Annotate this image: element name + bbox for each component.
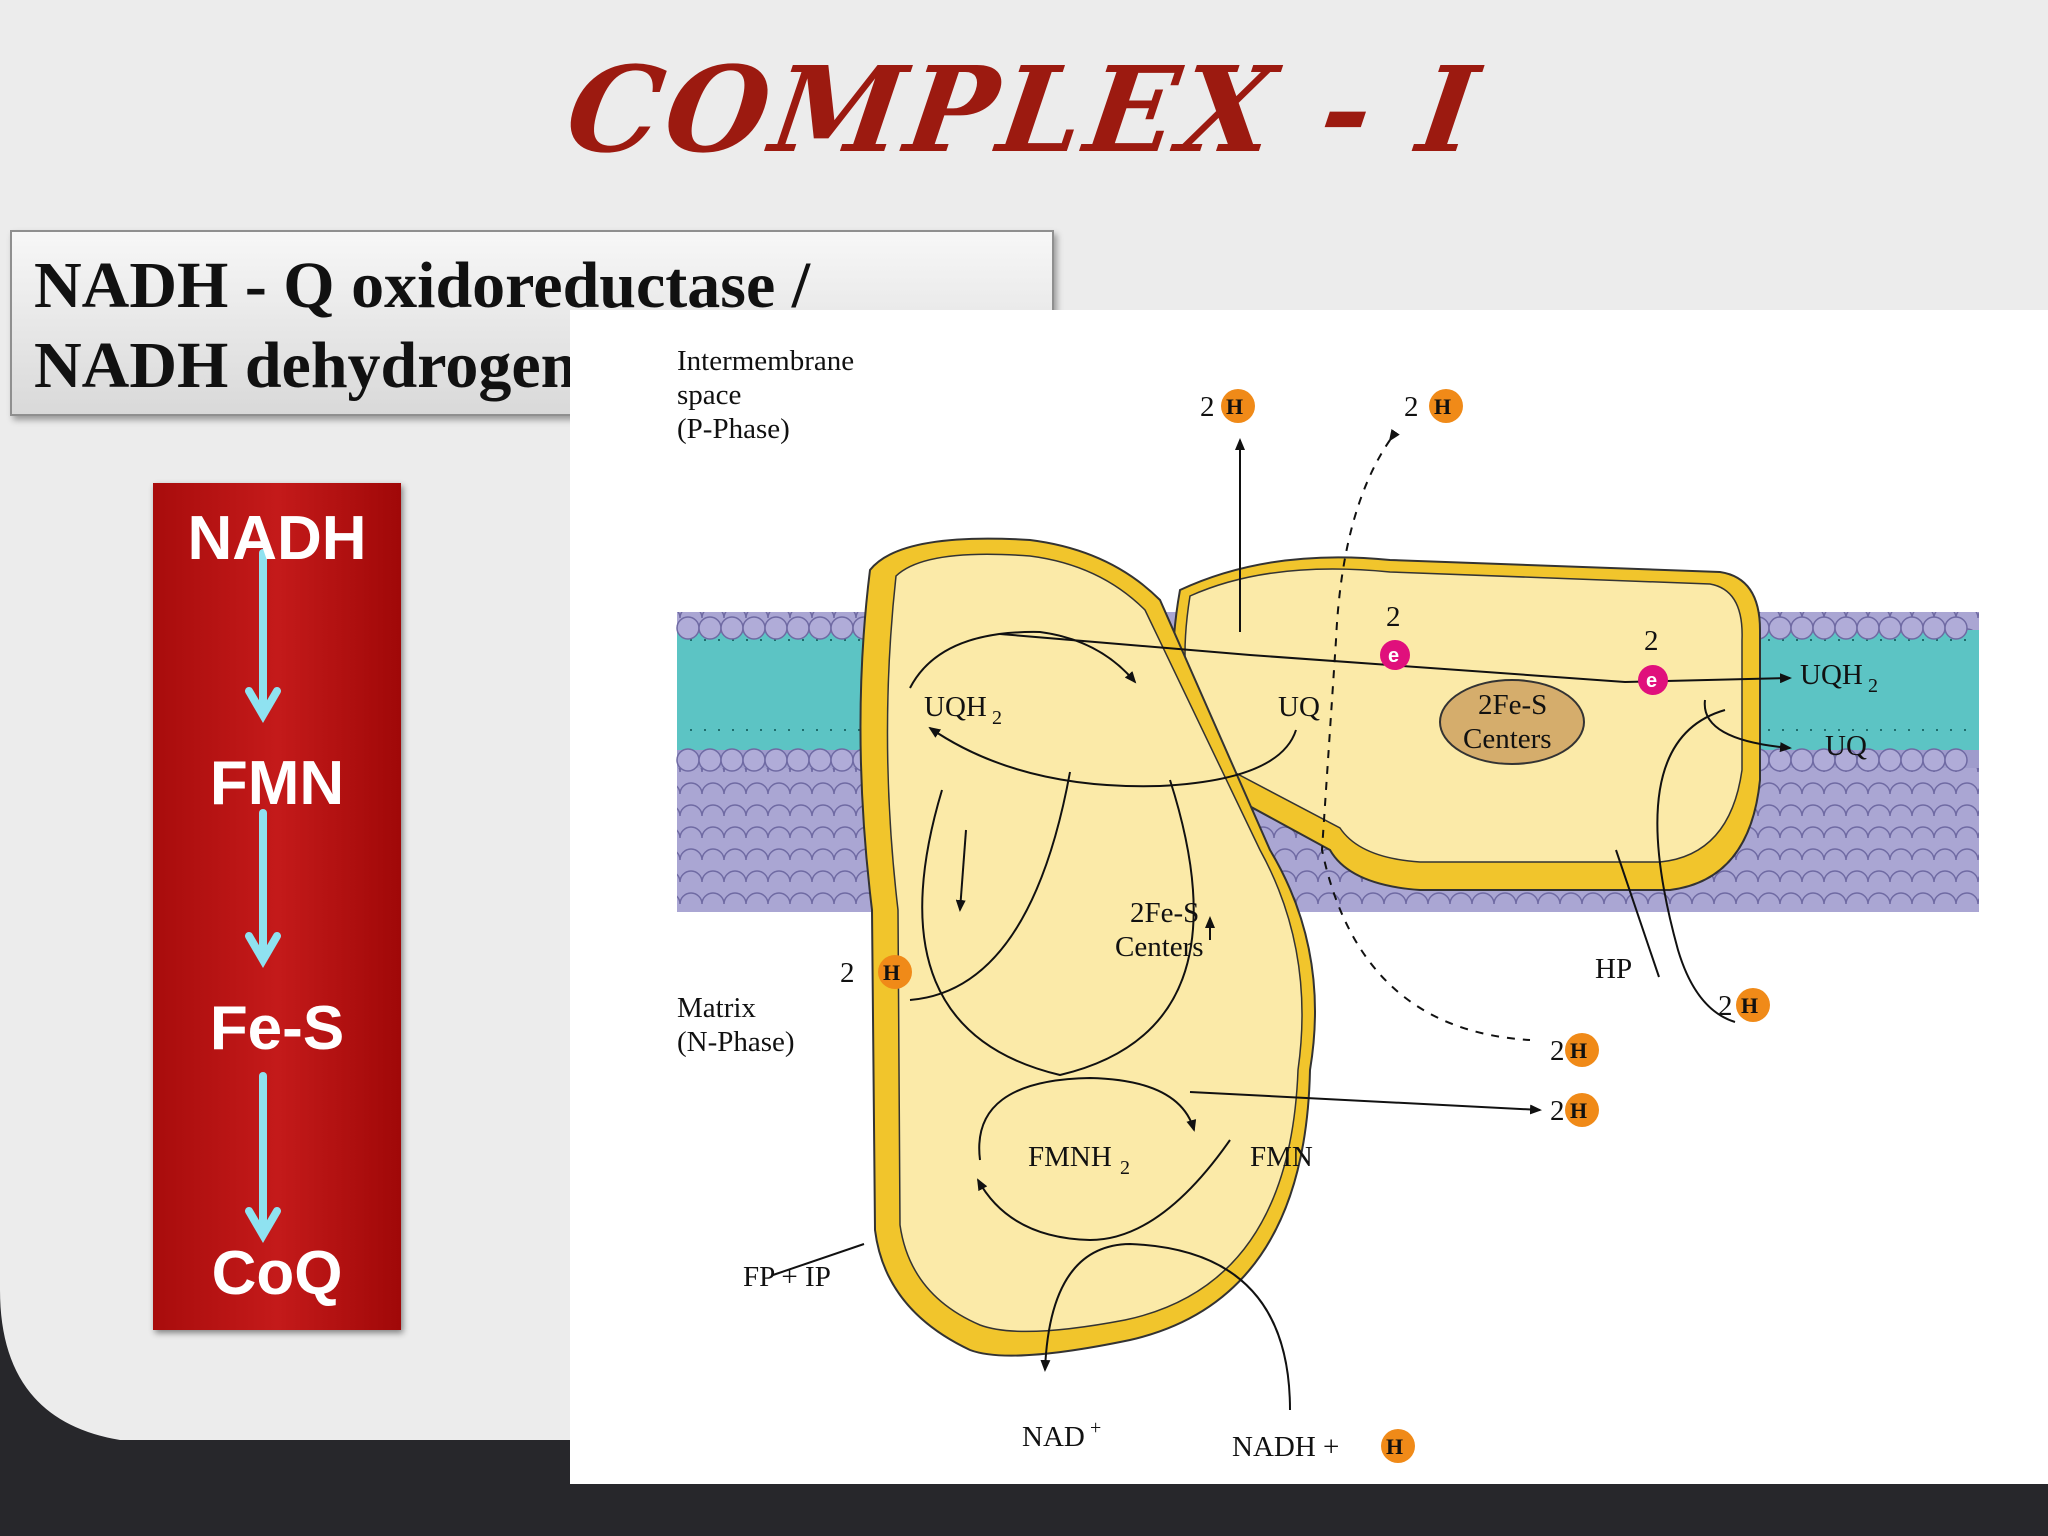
flow-arrows — [245, 549, 281, 1243]
electron-badge-2 — [1638, 665, 1668, 695]
uqh2-right-label: UQH — [1800, 659, 1863, 691]
fp-ip-label: FP + IP — [743, 1261, 831, 1293]
fmn-label: FMN — [1250, 1141, 1313, 1173]
svg-text:2: 2 — [1550, 1035, 1565, 1067]
proton-badge-top-left — [1221, 389, 1255, 423]
fmnh2-sub: 2 — [1120, 1157, 1130, 1179]
uqh2-right-sub: 2 — [1868, 675, 1878, 697]
subtitle-line-1: NADH - Q oxidoreductase / — [34, 249, 811, 322]
svg-text:e: e — [1646, 670, 1657, 692]
svg-text:Intermembrane: Intermembrane — [677, 345, 854, 377]
uq-left-label: UQ — [1278, 691, 1320, 723]
proton-badge-dashed — [1565, 1033, 1599, 1067]
svg-text:2: 2 — [1550, 1095, 1565, 1127]
svg-text:H: H — [1570, 1098, 1587, 1123]
svg-text:2: 2 — [1404, 391, 1419, 423]
svg-text:2: 2 — [1200, 391, 1215, 423]
fe-s-peripheral-line2: Centers — [1115, 931, 1204, 963]
proton-badge-left — [878, 955, 912, 989]
matrix-label: Matrix (N-Phase) — [677, 992, 795, 1058]
fe-s-membrane-line1: 2Fe-S — [1478, 689, 1547, 721]
uqh2-left-label: UQH — [924, 691, 987, 723]
proton-symbols: H H H H H H H — [883, 394, 1758, 1459]
svg-text:H: H — [1570, 1038, 1587, 1063]
fp-ip-peripheral-arm — [859, 537, 1316, 1357]
fe-s-center-membrane — [1439, 679, 1585, 765]
proton-badge-right — [1736, 988, 1770, 1022]
electron-flow-panel: NADH FMN Fe-S CoQ — [153, 483, 401, 1330]
uqh2-left-sub: 2 — [992, 707, 1002, 729]
svg-text:H: H — [1386, 1434, 1403, 1459]
svg-text:2: 2 — [1718, 990, 1733, 1022]
step-nadh: NADH — [187, 504, 367, 573]
svg-text:H: H — [1741, 993, 1758, 1018]
svg-text:2: 2 — [840, 957, 855, 989]
nad-label: NAD — [1022, 1421, 1085, 1453]
svg-text:space: space — [677, 379, 741, 411]
uq-right-label: UQ — [1825, 730, 1867, 762]
electron-badge-1 — [1380, 640, 1410, 670]
slide-title: COMPLEX - I — [558, 40, 1490, 179]
proton-badge-lower — [1565, 1093, 1599, 1127]
step-fmn: FMN — [209, 749, 345, 818]
hp-label: HP — [1595, 953, 1632, 985]
svg-text:2: 2 — [1644, 625, 1659, 657]
step-coq: CoQ — [211, 1239, 343, 1308]
proton-badge-nadh — [1381, 1429, 1415, 1463]
svg-text:H: H — [1434, 394, 1451, 419]
complex-i-diagram: Intermembrane space (P-Phase) Matrix (N-… — [676, 345, 1979, 1463]
svg-text:e: e — [1388, 645, 1399, 667]
svg-text:H: H — [1226, 394, 1243, 419]
svg-text:(P-Phase): (P-Phase) — [677, 413, 790, 445]
complex-i-figure: Intermembrane space (P-Phase) Matrix (N-… — [570, 310, 2048, 1484]
fmnh2-label: FMNH — [1028, 1141, 1112, 1173]
svg-text:2: 2 — [1386, 601, 1401, 633]
nad-sup: + — [1090, 1417, 1101, 1439]
proton-counts: 2 2 2 2 2 2 2 — [840, 391, 1733, 1127]
fe-s-membrane-line2: Centers — [1463, 723, 1552, 755]
svg-text:H: H — [883, 960, 900, 985]
proton-badge-top-right — [1429, 389, 1463, 423]
svg-text:(N-Phase): (N-Phase) — [677, 1026, 795, 1058]
fe-s-peripheral-line1: 2Fe-S — [1130, 897, 1199, 929]
nadh-h-label: NADH + — [1232, 1431, 1339, 1463]
svg-text:Matrix: Matrix — [677, 992, 756, 1024]
intermembrane-label: Intermembrane space (P-Phase) — [677, 345, 854, 445]
electron-counts: 2 2 e e — [1386, 601, 1659, 692]
step-fe-s: Fe-S — [209, 994, 345, 1063]
